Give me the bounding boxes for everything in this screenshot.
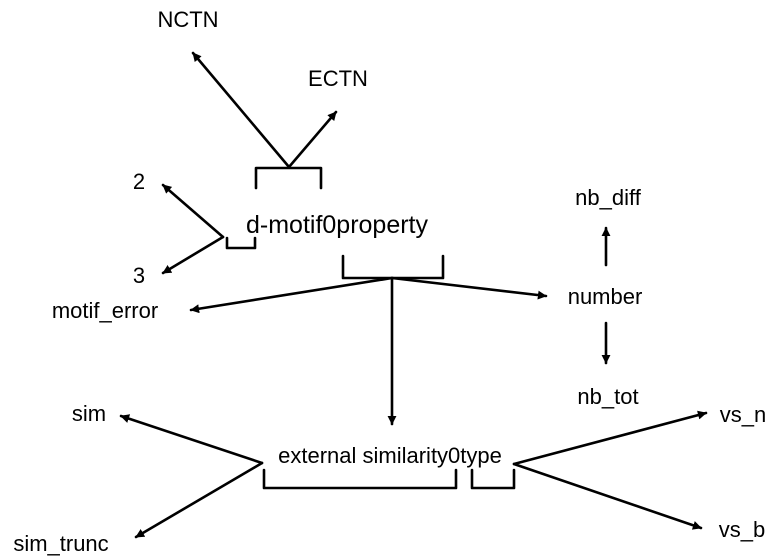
edge-to-number [390, 276, 548, 300]
edge-to-vs-n [512, 410, 708, 466]
node-vs-b: vs_b [719, 517, 765, 542]
bracket-external-right [470, 468, 516, 490]
node-ncti: NCTN [157, 7, 218, 32]
edge-to-motif-error [189, 276, 394, 314]
bracket-external-left [262, 468, 458, 490]
edge-to-sim [119, 414, 264, 465]
node-vs-n: vs_n [720, 402, 766, 427]
edge-to-vs-b [512, 462, 703, 530]
edge-to-two [161, 183, 225, 239]
node-sim: sim [72, 401, 106, 426]
bracket-root-right [341, 254, 445, 280]
node-number: number [568, 284, 643, 309]
edge-to-ncti [191, 51, 291, 169]
bracket-root-top [254, 166, 323, 190]
node-ecti: ECTN [308, 66, 368, 91]
edge-to-ecti [287, 110, 338, 169]
node-motif-error: motif_error [52, 298, 158, 323]
node-sim-trunc: sim_trunc [13, 531, 108, 556]
node-nb-diff: nb_diff [575, 185, 642, 210]
edge-to-three [161, 235, 225, 275]
edge-to-sim-trunc [134, 461, 264, 539]
node-nb-tot: nb_tot [577, 384, 638, 409]
node-two: 2 [133, 169, 145, 194]
node-three: 3 [133, 263, 145, 288]
bracket-root-left [225, 236, 257, 250]
node-external: external similarity0type [278, 443, 502, 468]
node-root: d-motif0property [246, 211, 429, 239]
